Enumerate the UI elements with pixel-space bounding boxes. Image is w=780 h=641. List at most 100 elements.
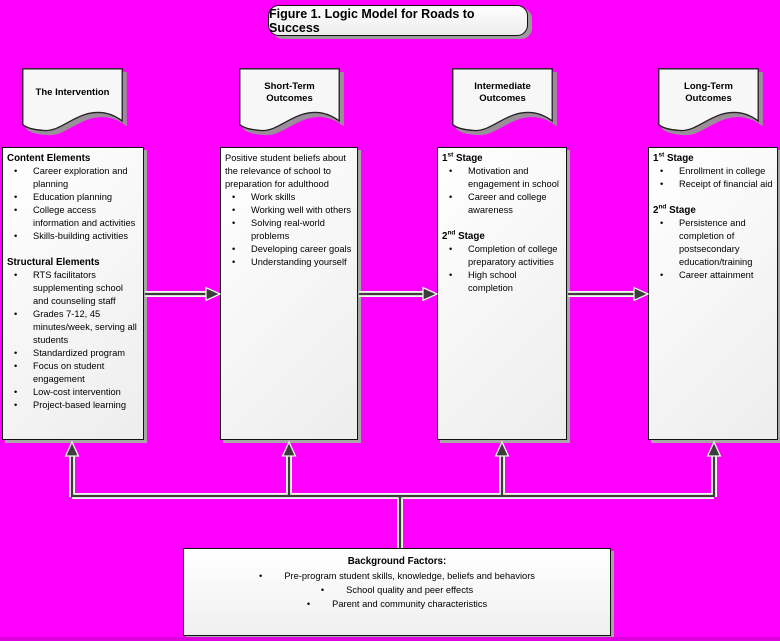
bullet-item: •Standardized program xyxy=(7,347,140,360)
bullet-marker: • xyxy=(449,244,453,254)
bullet-marker: • xyxy=(232,257,236,267)
section-heading: 2nd Stage xyxy=(653,203,696,216)
paragraph: Positive student beliefs about the relev… xyxy=(225,153,346,189)
bullet-text: Grades 7-12, 45 minutes/week, serving al… xyxy=(33,309,137,345)
bullet-item: • Receipt of financial aid xyxy=(653,178,774,191)
bullet-text: Project-based learning xyxy=(33,400,127,410)
bullet-marker: • xyxy=(660,166,664,176)
bullet-item: •Skills-building activities xyxy=(7,230,140,243)
arrow-head-right-1 xyxy=(205,286,222,302)
bullet-item: • Career exploration and planning xyxy=(7,165,140,191)
bullet-text: Education planning xyxy=(33,192,113,202)
bullet-marker: • xyxy=(14,309,18,319)
bullet-marker: • xyxy=(449,270,453,280)
section-heading: Content Elements xyxy=(7,153,91,164)
wave-shape-icon xyxy=(658,68,759,132)
arrow-head-right-2 xyxy=(422,286,439,302)
bullet-marker: • xyxy=(232,218,236,228)
bullet-text: Solving real-world problems xyxy=(251,218,325,241)
bullet-item: • Focus on student engagement xyxy=(7,360,140,386)
bullet-item: • RTS facilitators supplementing school a… xyxy=(7,269,140,308)
bullet-marker: • xyxy=(232,244,236,254)
stage-header-label: Long-Term Outcomes xyxy=(684,81,733,104)
bullet-item: • Completion of college preparatory activ… xyxy=(442,243,563,269)
bullet-item: • Understanding yourself xyxy=(225,256,354,269)
section-heading: Background Factors: xyxy=(347,556,447,567)
bullet-marker: • xyxy=(660,179,664,189)
bullet-marker: • xyxy=(14,361,18,371)
bullet-marker: • xyxy=(306,599,311,609)
arrow-head-up-1 xyxy=(64,440,80,457)
section-heading: Structural Elements xyxy=(7,257,100,268)
bullet-marker: • xyxy=(320,585,325,595)
bullet-item: • Low-cost intervention xyxy=(7,386,140,399)
bullet-item: • Career and college awareness xyxy=(442,191,563,217)
bullet-item: • Project-based learning xyxy=(7,399,140,412)
wave-shape-icon xyxy=(452,68,553,132)
bullet-item: • Grades 7-12, 45 minutes/week, serving a… xyxy=(7,308,140,347)
bullet-marker: • xyxy=(449,166,453,176)
bottom-edge-strip xyxy=(0,637,780,641)
stage-header-label: Intermediate Outcomes xyxy=(474,81,531,104)
short-term-outcomes-box: Positive student beliefs about the relev… xyxy=(220,147,358,440)
intermediate-outcomes-box: 1st Stage • Motivation and engagement in s… xyxy=(437,147,567,440)
spacer xyxy=(442,217,563,230)
bullet-item: •Persistence and completion of postsecon… xyxy=(653,217,774,269)
spacer xyxy=(653,191,774,204)
bullet-item: • Working well with others xyxy=(225,204,354,217)
bullet-text: High school completion xyxy=(468,270,517,293)
bullet-text: Completion of college preparatory activi… xyxy=(468,244,558,267)
bullet-marker: • xyxy=(14,205,18,215)
section-heading: 1st Stage xyxy=(653,151,694,164)
bullet-item: •Parent and community characteristics xyxy=(184,597,610,611)
bullet-text: Motivation and engagement in school xyxy=(468,166,559,189)
bullet-item: • Career attainment xyxy=(653,269,774,282)
bullet-text: School quality and peer effects xyxy=(346,585,474,595)
bullet-item: • Solving real-world problems xyxy=(225,217,354,243)
stage-header-intervention: The Intervention xyxy=(22,68,123,134)
bullet-text: Skills-building activities xyxy=(33,231,129,241)
bullet-item: • Work skills xyxy=(225,191,354,204)
bullet-item: •Pre-program student skills, knowledge, … xyxy=(184,569,610,583)
section-heading: 1st Stage xyxy=(442,151,483,164)
bullet-marker: • xyxy=(14,348,18,358)
bullet-marker: • xyxy=(259,571,263,581)
wave-shape-icon xyxy=(239,68,340,132)
long-term-outcomes-box: 1st Stage • Enrollment in college • Receipt … xyxy=(648,147,778,440)
bullet-marker: • xyxy=(14,400,18,410)
figure-title: Figure 1. Logic Model for Roads to Succe… xyxy=(269,6,475,35)
bullet-text: Persistence and completion of postsecond… xyxy=(679,218,753,267)
bullet-text: Career and college awareness xyxy=(468,192,547,215)
bullet-item: • School quality and peer effects xyxy=(184,583,610,597)
bullet-item: • Enrollment in college xyxy=(653,165,774,178)
bullet-text: College access information and activitie… xyxy=(33,205,136,228)
bullet-marker: • xyxy=(660,270,664,280)
arrow-head-up-2 xyxy=(281,440,297,457)
bullet-marker: • xyxy=(449,192,453,202)
arrow-head-up-4 xyxy=(706,440,722,457)
bullet-marker: • xyxy=(14,270,18,280)
bullet-item: •Education planning xyxy=(7,191,140,204)
stage-header-short-term: Short-Term Outcomes xyxy=(239,68,340,134)
bullet-text: Receipt of financial aid xyxy=(679,179,773,189)
bullet-text: Working well with others xyxy=(251,205,352,215)
background-factors-box: Background Factors: •Pre-program student … xyxy=(183,548,611,636)
arrow-head-right-3 xyxy=(633,286,650,302)
figure-title-box: Figure 1. Logic Model for Roads to Succe… xyxy=(268,5,528,36)
bullet-marker: • xyxy=(14,387,18,397)
bullet-marker: • xyxy=(14,166,18,176)
bullet-text: Focus on student engagement xyxy=(33,361,105,384)
bullet-text: Understanding yourself xyxy=(251,257,347,267)
arrow-head-up-3 xyxy=(494,440,510,457)
bullet-text: Low-cost intervention xyxy=(33,387,121,397)
bullet-marker: • xyxy=(232,192,236,202)
bullet-text: Career exploration and planning xyxy=(33,166,128,189)
stage-header-intermediate: Intermediate Outcomes xyxy=(452,68,553,134)
spacer xyxy=(7,243,140,256)
bullet-marker: • xyxy=(232,205,236,215)
bullet-text: RTS facilitators supplementing school an… xyxy=(33,270,123,306)
stage-header-label: The Intervention xyxy=(35,87,110,98)
bullet-text: Career attainment xyxy=(679,270,754,280)
bullet-text: Work skills xyxy=(251,192,296,202)
bullet-text: Enrollment in college xyxy=(679,166,766,176)
